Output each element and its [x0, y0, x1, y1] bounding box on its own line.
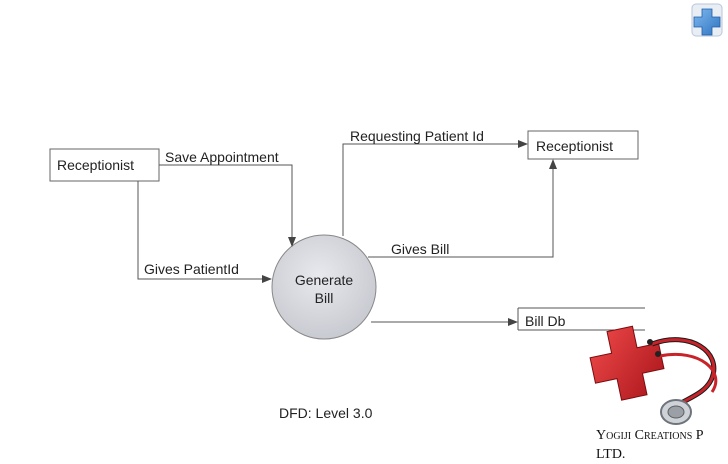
flow-requesting-patient-id-label: Requesting Patient Id: [350, 128, 484, 144]
stethoscope-cross-icon: [589, 325, 718, 425]
diagram-caption: DFD: Level 3.0: [279, 405, 373, 421]
entity-receptionist-right[interactable]: Receptionist: [527, 130, 639, 160]
process-generate-bill[interactable]: Generate Bill: [271, 234, 377, 340]
flow-gives-bill-label: Gives Bill: [391, 241, 449, 257]
flow-gives-patient-id-label: Gives PatientId: [144, 261, 239, 277]
flow-save-appointment[interactable]: Save Appointment: [159, 149, 296, 247]
medical-cross-icon: [691, 3, 723, 37]
flow-requesting-patient-id[interactable]: Requesting Patient Id: [342, 128, 528, 236]
footer-credit: Yogiji Creations P LTD.: [596, 426, 704, 464]
process-label-line2: Bill: [315, 290, 334, 306]
process-label-line1: Generate: [295, 272, 354, 288]
datastore-bill-db[interactable]: Bill Db: [517, 307, 645, 331]
flow-gives-patient-id[interactable]: Gives PatientId: [137, 181, 272, 283]
flow-save-appointment-label: Save Appointment: [165, 149, 279, 165]
flow-gives-bill[interactable]: Gives Bill: [368, 159, 557, 258]
footer-line1: Yogiji Creations P: [596, 428, 704, 443]
footer-line2: LTD.: [596, 447, 626, 462]
entity-receptionist-left-label: Receptionist: [57, 157, 134, 173]
entity-receptionist-left[interactable]: Receptionist: [49, 148, 160, 182]
entity-receptionist-right-label: Receptionist: [536, 138, 613, 154]
datastore-label: Bill Db: [525, 313, 566, 329]
